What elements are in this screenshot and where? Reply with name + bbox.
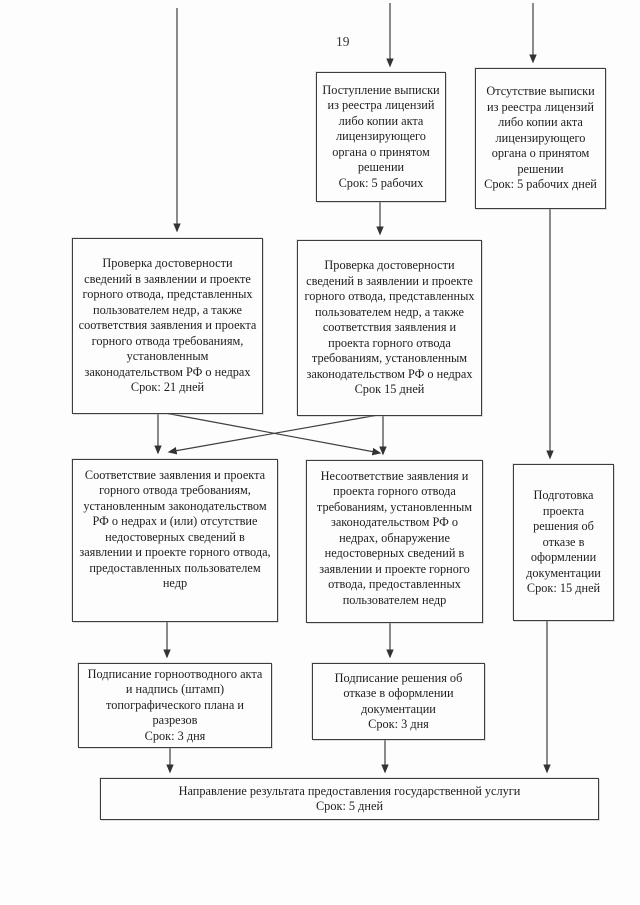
flow-box-noncompliance: Несоответствие заявления и проекта горно… xyxy=(306,460,483,623)
arrow-check-mid-to-compliance xyxy=(167,414,379,455)
flow-box-text: Соответствие заявления и проекта горного… xyxy=(79,468,271,591)
flow-box-term: Срок 15 дней xyxy=(354,382,425,397)
flow-box-term: Срок: 21 дней xyxy=(130,380,205,395)
flow-box-refusal-draft: Подготовка проекта решения об отказе в о… xyxy=(513,464,614,621)
flow-box-term: Срок: 5 дней xyxy=(315,799,384,813)
flow-box-text: Несоответствие заявления и проекта горно… xyxy=(316,469,473,607)
flow-box-verification-mid: Проверка достоверности сведений в заявле… xyxy=(297,240,482,416)
flow-box-verification-left: Проверка достоверности сведений в заявле… xyxy=(72,238,263,414)
flow-box-term: Срок: 15 дней xyxy=(526,581,601,596)
flow-box-signing-refusal: Подписание решения об отказе в оформлени… xyxy=(312,663,485,740)
arrow-check-left-to-noncompliance xyxy=(164,412,382,456)
flow-box-term: Срок: 3 дня xyxy=(368,716,429,731)
flow-box-result: Направление результата предоставления го… xyxy=(100,778,599,820)
flow-box-text: Подписание решения об отказе в оформлени… xyxy=(334,670,463,716)
flow-box-text: Проверка достоверности сведений в заявле… xyxy=(78,256,257,379)
flow-box-compliance: Соответствие заявления и проекта горного… xyxy=(72,459,278,622)
page-number: 19 xyxy=(336,34,350,49)
flow-box-absence-extract: Отсутствие выписки из реестра лицензий л… xyxy=(475,68,606,209)
flow-box-text: Отсутствие выписки из реестра лицензий л… xyxy=(486,84,595,176)
flow-box-signing-act: Подписание горноотводного акта и надпись… xyxy=(78,663,272,748)
flow-box-text: Подготовка проекта решения об отказе в о… xyxy=(526,488,601,580)
flow-box-text: Проверка достоверности сведений в заявле… xyxy=(304,258,475,381)
flow-box-text: Поступление выписки из реестра лицензий … xyxy=(322,82,440,175)
flow-box-text: Направление результата предоставления го… xyxy=(178,783,521,798)
flow-box-text: Подписание горноотводного акта и надпись… xyxy=(87,666,263,728)
flow-box-term: Срок: 5 рабочих xyxy=(338,175,424,190)
flow-box-term: Срок: 5 рабочих дней xyxy=(484,177,597,192)
flow-box-receipt-extract: Поступление выписки из реестра лицензий … xyxy=(316,72,446,202)
flow-box-term: Срок: 3 дня xyxy=(144,728,206,743)
